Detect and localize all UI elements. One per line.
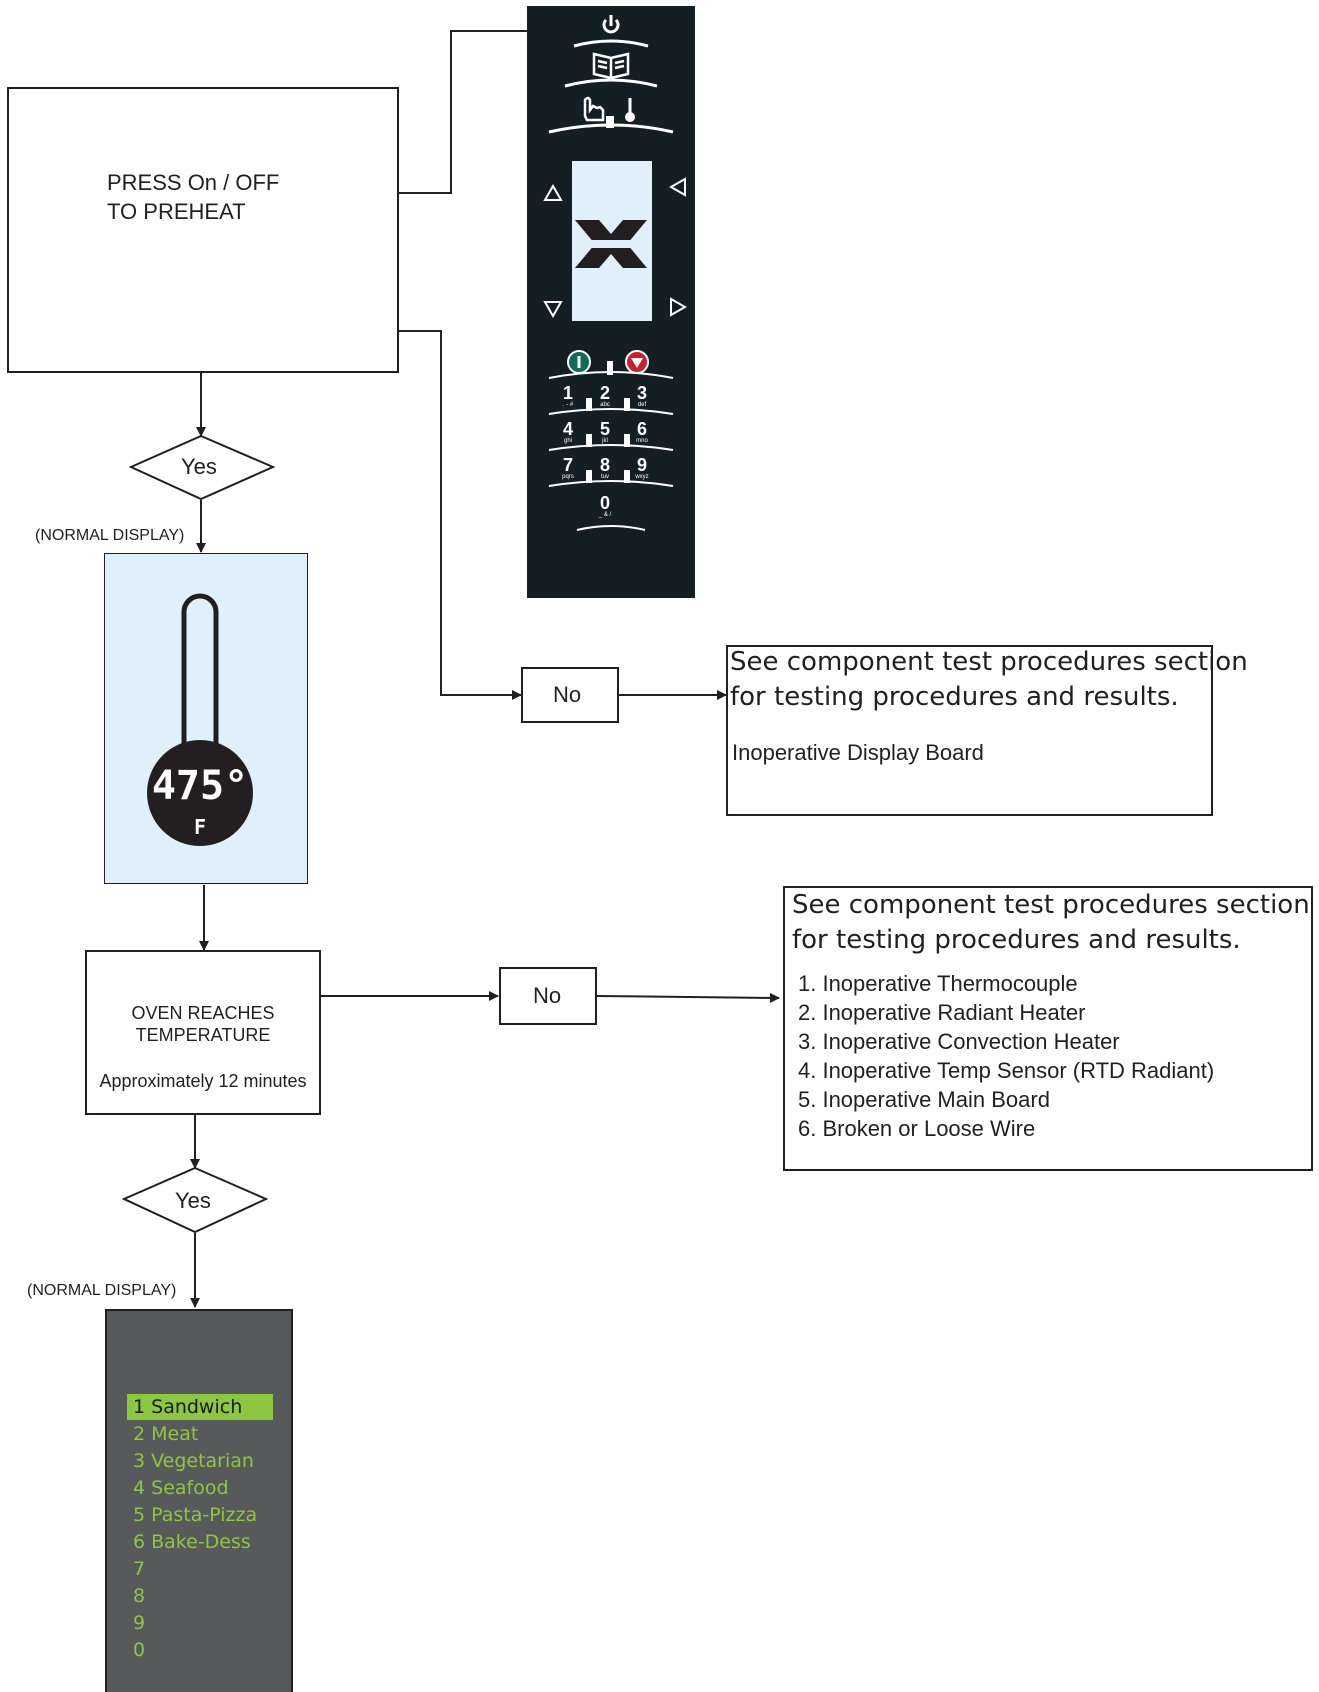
normal-display-label-2: (NORMAL DISPLAY) [27,1282,177,1299]
manual-mode-icon [583,96,605,122]
keypad-letters: pqrs [562,474,574,480]
keypad-digit: 3 [636,383,647,403]
menu-item-6: 6 Bake-Dess [133,1531,251,1553]
oven-text-line3: Approximately 12 minutes [99,1071,307,1091]
cause-item-1: 1. Inoperative Thermocouple [798,971,1078,996]
connector-start-to-no1 [398,330,522,700]
keypad-digit: 6 [636,419,647,439]
right-arrow-icon [670,297,688,317]
keypad-key-0: 0_ & / [591,494,619,519]
decision-diamond-2 [121,1166,269,1234]
key-arc-recipe [564,78,658,88]
keypad-digit: 4 [562,419,573,439]
keypad-letters: _ & / [598,512,612,518]
cause-item-2: 2. Inoperative Radiant Heater [798,1000,1086,1025]
thermo-temp: 475° [152,763,248,809]
oven-text-line2: TEMPERATURE [135,1025,271,1045]
result2-cause-list: 1. Inoperative Thermocouple 2. Inoperati… [798,969,1214,1143]
oven-box [85,950,321,1115]
keypad-digit: 8 [599,455,610,475]
menu-item-5: 5 Pasta-Pizza [133,1504,258,1526]
start-box [7,87,399,373]
menu-display: 1 Sandwich 2 Meat 3 Vegetarian 4 Seafood… [105,1309,293,1692]
keypad-digit: 9 [636,455,647,475]
menu-item-4: 4 Seafood [133,1477,229,1499]
result1-heading-line1: See component test procedures section [730,647,1248,677]
menu-item-7: 7 [133,1558,146,1580]
decision-2-label: Yes [175,1188,211,1213]
result1-heading-line2: for testing procedures and results. [730,682,1179,712]
keypad-digit: 0 [599,493,610,513]
keypad-letters: . - # [562,402,574,408]
no-1-label: No [553,682,582,707]
menu-item-3: 3 Vegetarian [133,1450,254,1472]
keypad-letters: abc [600,402,610,408]
thermo-unit: F [194,815,206,839]
result-box-2 [783,886,1313,1171]
thermometer-icon: 475° F [147,593,253,846]
keypad-letters: jkl [602,438,608,444]
keypad-letters: tuv [600,474,609,480]
no-box-1 [521,667,619,723]
control-panel-graphic [543,15,688,379]
cause-item-6: 6. Broken or Loose Wire [798,1116,1036,1141]
no-box-2 [499,967,597,1025]
oven-text-line1: OVEN REACHES [131,1003,275,1023]
normal-display-label-1: (NORMAL DISPLAY) [35,527,185,544]
menu-item-0: 0 [133,1639,146,1661]
connector-no2-to-result2 [595,992,780,1003]
menu-item-2: 2 Meat [133,1423,199,1445]
brand-logo-icon [575,220,647,268]
keypad-letters: wxyz [635,474,649,480]
menu-item-8: 8 [133,1585,146,1607]
decision-diamond-1 [128,434,276,501]
up-arrow-icon [543,183,563,201]
keypad-letters: def [637,402,647,408]
keypad-digit: 5 [599,419,610,439]
menu-item-1: 1 Sandwich [127,1394,273,1420]
keypad-digit: 7 [562,455,573,475]
keypad-digit: 1 [562,383,573,403]
result2-heading-line1: See component test procedures section [792,890,1310,920]
cause-item-5: 5. Inoperative Main Board [798,1087,1050,1112]
cause-item-4: 4. Inoperative Temp Sensor (RTD Radiant) [798,1058,1215,1083]
down-arrow-icon [543,301,563,319]
key-arc-power [573,39,649,48]
no-2-label: No [533,983,562,1008]
keypad-letters: mno [636,438,648,444]
start-text-line2: TO PREHEAT [107,199,246,224]
power-icon [602,15,620,34]
left-arrow-icon [668,177,686,197]
cause-item-3: 3. Inoperative Convection Heater [798,1029,1120,1054]
result1-item: Inoperative Display Board [732,740,984,765]
menu-item-9: 9 [133,1612,146,1634]
keypad-letters: ghi [563,438,572,444]
decision-1-label: Yes [181,454,217,479]
start-text-line1: PRESS On / OFF [107,170,280,195]
recipe-book-icon [592,52,630,80]
result2-heading-line2: for testing procedures and results. [792,925,1241,955]
keypad-digit: 2 [599,383,610,403]
thermometer-display: 475° F [104,553,308,884]
keypad-key-1: 1. - # [554,384,582,409]
result-box-1 [726,645,1213,816]
